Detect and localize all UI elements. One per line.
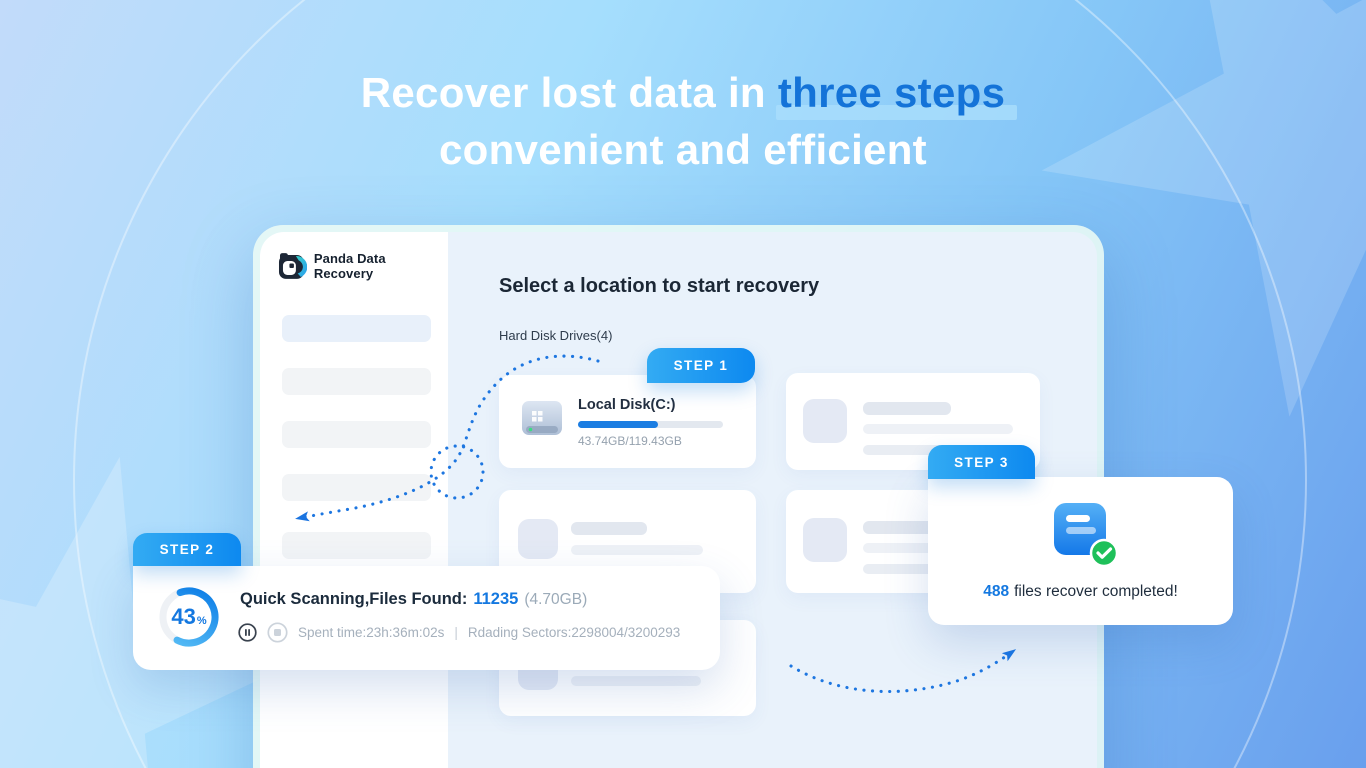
- scan-separator: |: [454, 625, 458, 640]
- skeleton-bar: [863, 402, 951, 415]
- scan-percent-unit: %: [196, 615, 207, 627]
- drive-icon-placeholder: [803, 518, 847, 562]
- sidebar-item-skeleton[interactable]: [282, 368, 431, 395]
- drive-usage-bar: [578, 421, 723, 428]
- completed-message: 488 files recover completed!: [928, 583, 1233, 601]
- hero-line1: Recover lost data in three steps: [0, 64, 1366, 121]
- recovery-completed-card: 488 files recover completed!: [928, 477, 1233, 625]
- completed-count: 488: [983, 583, 1010, 600]
- check-icon: [1089, 538, 1119, 568]
- scan-percent-value: 43: [171, 604, 196, 629]
- sidebar-item-skeleton[interactable]: [282, 532, 431, 559]
- scan-size: (4.70GB): [524, 591, 588, 608]
- hero-title-highlight: three steps: [777, 69, 1006, 116]
- progress-ring-icon: [159, 587, 219, 647]
- skeleton-bar: [571, 676, 701, 686]
- skeleton-bar: [571, 545, 703, 555]
- logo-row: Panda Data Recovery: [277, 251, 448, 281]
- skeleton-bar: [863, 564, 947, 574]
- sidebar-item-skeleton[interactable]: [282, 421, 431, 448]
- scan-details: Spent time:23h:36m:02s | Rdading Sectors…: [238, 622, 680, 643]
- hero-line2: convenient and efficient: [439, 126, 927, 173]
- pause-button[interactable]: [238, 623, 257, 642]
- step-3-badge: STEP 3: [928, 445, 1035, 479]
- sidebar-item-skeleton[interactable]: [282, 474, 431, 501]
- scan-sectors: Rdading Sectors:2298004/3200293: [467, 625, 681, 640]
- sidebar: Panda Data Recovery: [260, 232, 448, 768]
- page-title: Select a location to start recovery: [499, 275, 820, 297]
- step-1-badge: STEP 1: [647, 348, 755, 383]
- drive-usage-fill: [578, 421, 658, 428]
- panda-logo-icon: [278, 253, 307, 279]
- step-2-badge: STEP 2: [133, 533, 241, 566]
- sidebar-item-skeleton[interactable]: [282, 315, 431, 342]
- drive-icon-placeholder: [803, 399, 847, 443]
- scanning-status-card: 43 % Quick Scanning,Files Found: 11235 (…: [133, 566, 720, 670]
- drive-icon-placeholder: [518, 519, 558, 559]
- skeleton-bar: [863, 424, 1013, 434]
- skeleton-bar: [571, 522, 647, 535]
- stop-circle-icon: [267, 622, 288, 643]
- scan-files-count: 11235: [473, 590, 519, 608]
- hard-drive-icon: [522, 401, 562, 435]
- hero-heading: Recover lost data in three steps conveni…: [0, 64, 1366, 178]
- section-label: Hard Disk Drives(4): [499, 328, 613, 343]
- scan-summary: Quick Scanning,Files Found: 11235 (4.70G…: [240, 590, 587, 609]
- document-icon: [1054, 503, 1119, 568]
- scan-progress-ring: 43 %: [156, 584, 222, 650]
- scan-spent-time: Spent time:23h:36m:02s: [298, 625, 445, 640]
- stop-button[interactable]: [267, 622, 288, 643]
- drive-name: Local Disk(C:): [578, 397, 676, 413]
- skeleton-bar: [863, 543, 981, 553]
- drive-card-local-disk-c[interactable]: Local Disk(C:) 43.74GB/119.43GB: [499, 375, 756, 468]
- pause-circle-icon: [238, 623, 257, 642]
- drive-usage-text: 43.74GB/119.43GB: [578, 434, 682, 448]
- completed-label: files recover completed!: [1014, 583, 1178, 600]
- hero-title-prefix: Recover lost data in: [360, 69, 778, 116]
- scan-label: Quick Scanning,Files Found:: [240, 590, 468, 608]
- brand-name: Panda Data Recovery: [313, 251, 386, 281]
- scan-percent: 43 %: [156, 584, 222, 650]
- skeleton-bar: [863, 445, 947, 455]
